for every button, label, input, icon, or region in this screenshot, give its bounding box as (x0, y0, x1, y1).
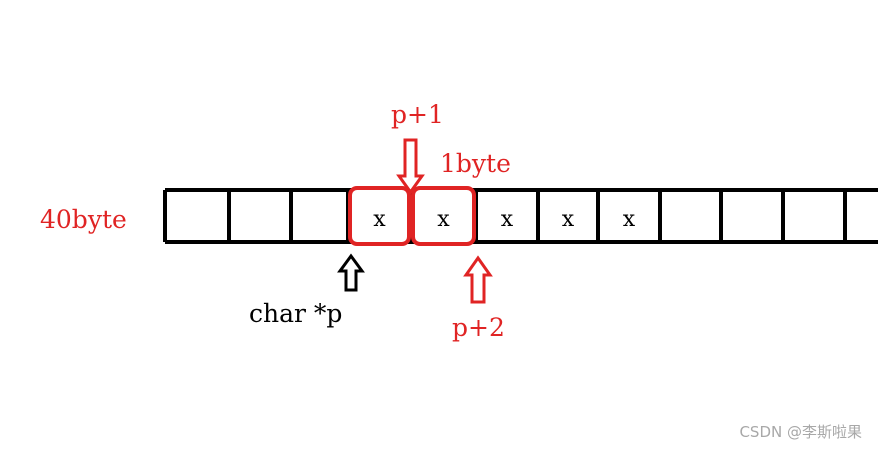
memory-cell-value: x (437, 207, 450, 232)
memory-cell-value: x (501, 207, 514, 232)
p-plus-2-label: p+2 (452, 313, 505, 342)
p-plus-2-arrow-icon (463, 255, 493, 304)
memory-cell-value: x (623, 207, 636, 232)
watermark: CSDN @李斯啦果 (739, 423, 862, 441)
memory-cell-value: x (373, 207, 386, 232)
pointer-declaration-label: char *p (249, 299, 342, 328)
total-size-label: 40byte (40, 205, 127, 234)
highlighted-cell (411, 186, 476, 246)
highlighted-cells (348, 186, 476, 246)
pointer-arrow-icon (337, 253, 365, 292)
p-plus-1-arrow-icon (396, 138, 425, 195)
highlighted-cell (348, 186, 411, 246)
memory-cell-value: x (562, 207, 575, 232)
p-plus-1-label: p+1 (391, 100, 444, 129)
memory-strip (163, 188, 878, 244)
unit-size-label: 1byte (440, 149, 511, 178)
